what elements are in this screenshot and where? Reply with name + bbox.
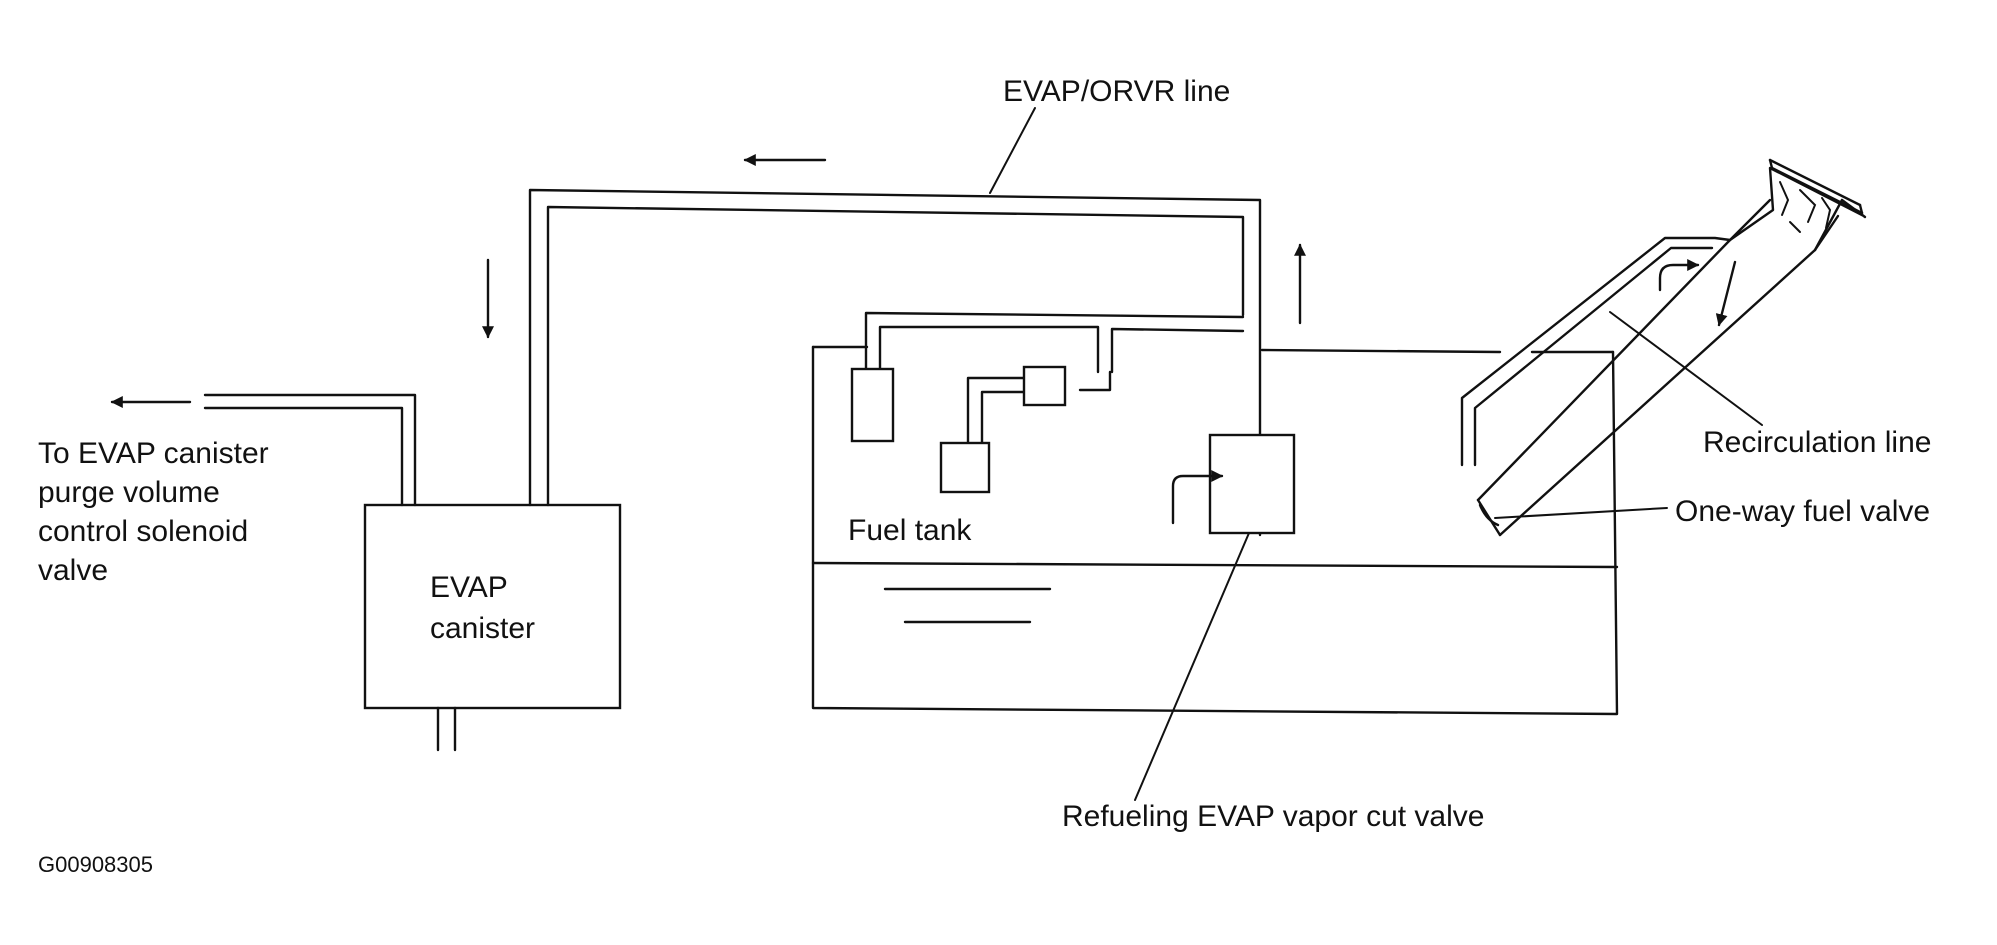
recirculation-line-pipe	[1460, 236, 1732, 467]
label-purge-line-2: purge volume	[38, 476, 220, 509]
evap-orvr-line-pipe	[528, 188, 1262, 537]
evap-canister	[363, 503, 622, 752]
purge-line-pipe	[203, 393, 417, 507]
leader-recirculation-line	[1609, 311, 1763, 426]
tank-vent-lines	[864, 311, 1245, 445]
label-purge-line-1: To EVAP canister	[38, 437, 269, 470]
figure-code: G00908305	[38, 852, 153, 877]
label-fuel-tank: Fuel tank	[848, 514, 972, 547]
leader-evap-orvr-line	[989, 107, 1036, 194]
label-one-way-fuel-valve: One-way fuel valve	[1675, 495, 1930, 528]
label-evap-orvr-line: EVAP/ORVR line	[1003, 75, 1230, 108]
one-way-fuel-valve	[1476, 498, 1502, 537]
label-refueling-cut-valve: Refueling EVAP vapor cut valve	[1062, 800, 1484, 833]
label-canister-1: EVAP	[430, 571, 508, 604]
label-recirculation-line: Recirculation line	[1703, 426, 1931, 459]
tank-valve-middle	[1022, 365, 1067, 407]
filler-neck	[1476, 158, 1867, 537]
leader-one-way-fuel-valve	[1494, 507, 1668, 519]
refueling-evap-vapor-cut-valve	[1208, 433, 1296, 535]
label-purge-line-4: valve	[38, 554, 108, 587]
label-canister-2: canister	[430, 612, 535, 645]
fuel-tank	[811, 345, 1619, 716]
tank-valve-left	[850, 367, 895, 443]
flow-arrows	[110, 154, 1737, 525]
leader-refueling-cut-valve	[1134, 532, 1250, 801]
tank-valve-lower	[939, 441, 991, 494]
label-purge-line-3: control solenoid	[38, 515, 248, 548]
